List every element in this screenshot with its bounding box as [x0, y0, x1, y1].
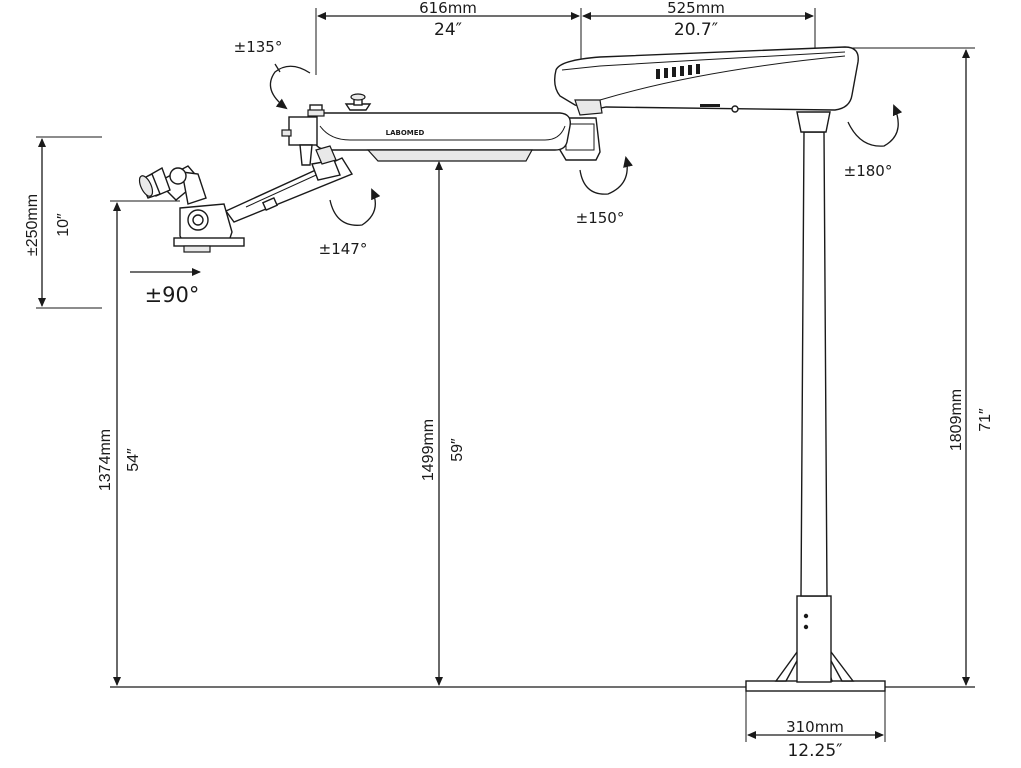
- base-width-in-label: 12.25″: [787, 741, 842, 761]
- angle-180-label: ±180°: [844, 162, 893, 180]
- rear-arm-housing: [553, 46, 859, 116]
- arm-front-in-label: 24″: [434, 20, 462, 40]
- top-dimension-616: 616mm 24″: [315, 0, 582, 98]
- head-height-mm-label: 1374mm: [97, 429, 114, 491]
- total-height-dimension: 1809mm 71″: [850, 47, 994, 686]
- angle-147-label: ±147°: [319, 240, 368, 258]
- base-width-mm-label: 310mm: [786, 718, 844, 736]
- head-height-in-label: 54″: [125, 448, 142, 472]
- total-height-in-label: 71″: [977, 408, 994, 432]
- arm-rear-in-label: 20.7″: [674, 20, 718, 40]
- arm-height-in-label: 59″: [449, 438, 466, 462]
- arm-front-mm-label: 616mm: [419, 0, 477, 17]
- rotation-135: ±135°: [234, 38, 311, 110]
- arm-height-mm-label: 1499mm: [420, 419, 437, 481]
- angle-135-label: ±135°: [234, 38, 283, 56]
- vertical-travel-dimension: ±250mm 10″: [24, 136, 102, 309]
- brand-mark: LABOMED: [386, 129, 425, 137]
- microscope-head: [138, 145, 354, 253]
- head-height-dimension: 1374mm 54″: [97, 200, 180, 686]
- total-height-mm-label: 1809mm: [948, 389, 965, 451]
- head-tilt-indicator: ±90°: [130, 268, 201, 307]
- rotation-147: ±147°: [319, 188, 381, 258]
- front-arm: LABOMED: [281, 93, 571, 166]
- arm-rear-mm-label: 525mm: [667, 0, 725, 17]
- head-tilt-label: ±90°: [145, 283, 200, 307]
- arm-height-dimension: 1499mm 59″: [420, 161, 466, 686]
- base-width-dimension: 310mm 12.25″: [745, 690, 886, 761]
- vertical-travel-in-label: 10″: [55, 213, 72, 237]
- top-dimension-525: 525mm 20.7″: [582, 0, 816, 50]
- vertical-travel-mm-label: ±250mm: [24, 194, 41, 256]
- rotation-180: ±180°: [844, 104, 903, 180]
- angle-150-label: ±150°: [576, 209, 625, 227]
- rotation-150: ±150°: [576, 156, 633, 227]
- floor-stand: [745, 111, 886, 692]
